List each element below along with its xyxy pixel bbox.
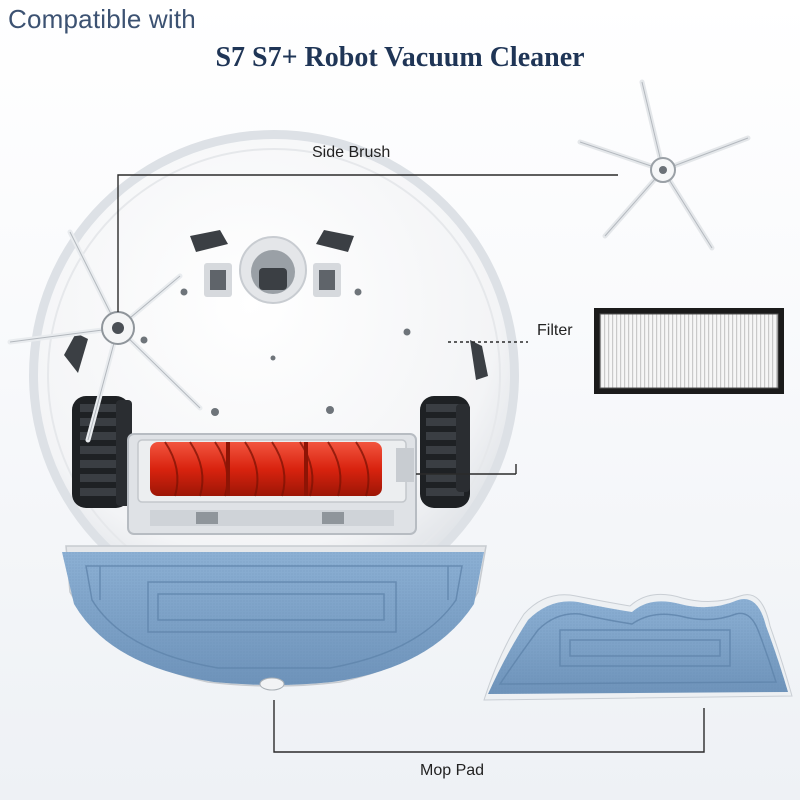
mop-pad-callout-line	[273, 700, 705, 753]
side-brush-label: Side Brush	[312, 144, 391, 161]
robot-body	[38, 139, 510, 611]
main-brush-assembly	[127, 433, 417, 535]
compatible-heading: Compatible with	[8, 4, 196, 34]
main-brush-roller	[150, 441, 382, 497]
model-title: S7 S7+ Robot Vacuum Cleaner	[215, 42, 585, 73]
robot-vacuum-bottom	[7, 130, 519, 620]
wheel-left	[72, 396, 132, 508]
screws	[140, 288, 411, 416]
filter-label: Filter	[537, 322, 573, 339]
sensor-side-left	[64, 333, 88, 373]
sensor-top-left	[190, 230, 228, 252]
filter-product	[594, 308, 784, 394]
caster-wheel	[239, 236, 307, 304]
mop-pad-label: Mop Pad	[420, 762, 485, 779]
side-brush-callout-line	[117, 174, 618, 312]
side-brush-product	[577, 79, 751, 251]
sensor-top-right	[316, 230, 354, 252]
mop-pad-mounted	[62, 545, 487, 691]
sensor-side-right	[470, 340, 488, 380]
wheel-right	[420, 396, 470, 508]
callout-lines	[117, 174, 705, 753]
mop-pad-product	[483, 593, 793, 701]
